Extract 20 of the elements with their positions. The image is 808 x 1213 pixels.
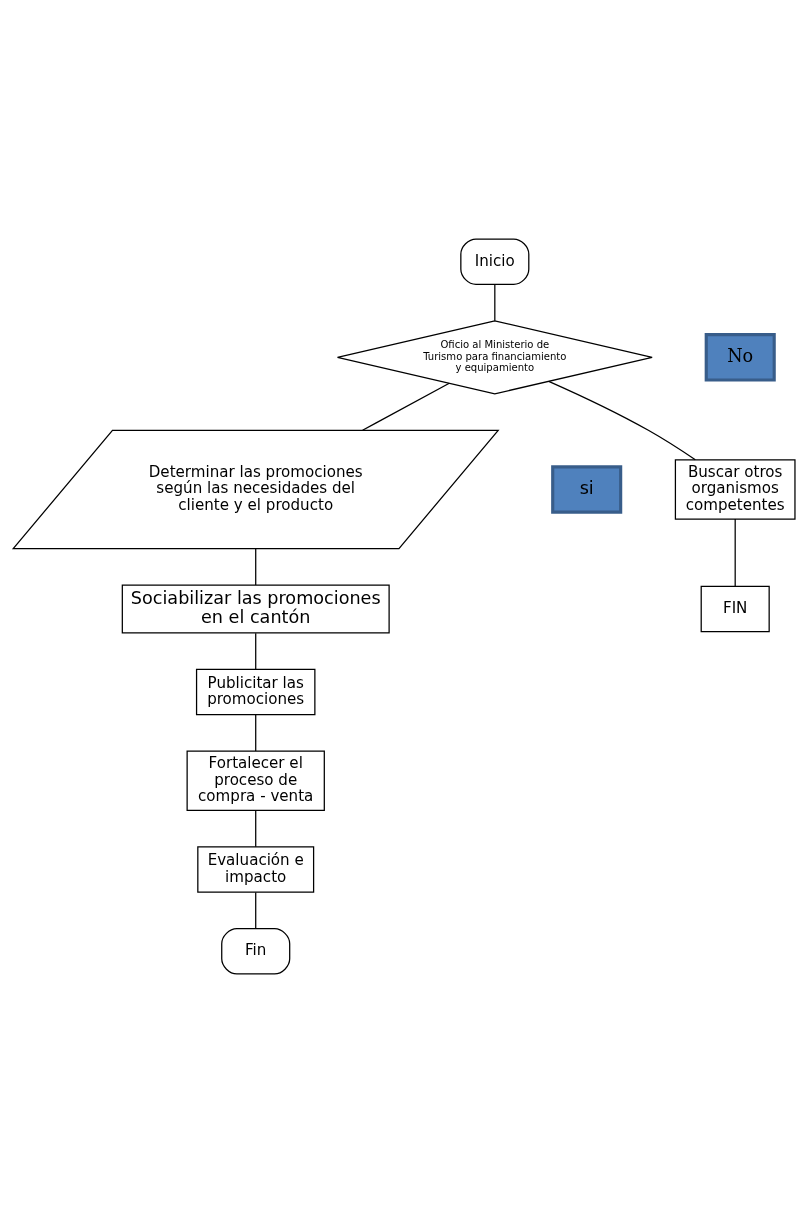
node-box: Evaluación e impacto — [197, 846, 315, 893]
node-diamond: Oficio al Ministerio de Turismo para financiamiento y equipamiento — [336, 320, 653, 395]
connector — [255, 632, 257, 670]
connector — [548, 380, 696, 461]
node-box: si — [551, 465, 623, 514]
connector — [255, 810, 257, 848]
node-box: Publicitar las promociones — [195, 668, 316, 716]
node-box: Sociabilizar las promociones en el cantón — [121, 584, 390, 634]
connector — [255, 548, 257, 586]
node-box: FIN — [700, 585, 770, 633]
node-box: Inicio — [460, 238, 530, 285]
node-box: No — [704, 333, 776, 382]
connector — [734, 518, 736, 587]
node-box: Buscar otros organismos competentes — [674, 459, 796, 520]
connector — [361, 382, 450, 431]
connector — [255, 714, 257, 752]
node-box: Fin — [221, 928, 291, 975]
node-box: Fortalecer el proceso de compra - venta — [186, 750, 325, 811]
connector — [255, 891, 257, 930]
connector — [494, 283, 496, 322]
